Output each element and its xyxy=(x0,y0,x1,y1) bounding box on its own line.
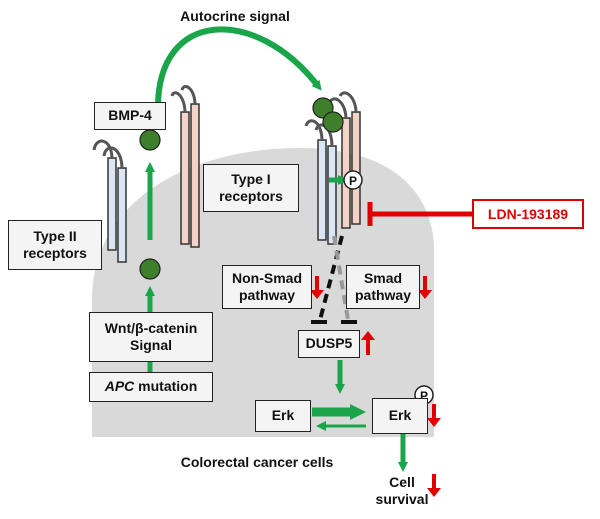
dusp5-box: DUSP5 xyxy=(298,330,360,358)
cell-survival-line1: Cell xyxy=(389,474,415,490)
type-ii-line2: receptors xyxy=(23,245,87,261)
erk-box: Erk xyxy=(255,400,311,432)
down-arrow-erk xyxy=(427,404,441,427)
smad-line2: pathway xyxy=(354,287,411,303)
down-arrow-nonsmad xyxy=(310,276,324,299)
bmp4-ligand-secreted xyxy=(139,129,161,151)
bmp4-box: BMP-4 xyxy=(94,102,166,130)
bmp4-ligand-intracellular xyxy=(139,258,161,280)
type-i-receptor-left xyxy=(170,85,200,248)
non-smad-line1: Non-Smad xyxy=(232,269,302,286)
type-ii-line1: Type II xyxy=(33,227,77,244)
autocrine-arrow xyxy=(155,26,322,108)
type-i-line1: Type I xyxy=(231,170,271,187)
colorectal-cancer-cells-label: Colorectal cancer cells xyxy=(180,454,334,470)
up-arrow-dusp5 xyxy=(361,331,375,355)
ldn-193189-inhibitor-box: LDN-193189 xyxy=(472,199,584,229)
non-smad-line2: pathway xyxy=(238,287,295,303)
type-i-line2: receptors xyxy=(219,188,283,204)
down-arrow-survival xyxy=(427,474,441,497)
erk-phospho-box: Erk xyxy=(372,398,428,434)
down-arrow-smad xyxy=(418,276,432,299)
non-smad-pathway-box: Non-Smad pathway xyxy=(222,265,312,309)
wnt-line1: Wnt/β-catenin xyxy=(104,319,198,336)
type-i-receptors-box: Type I receptors xyxy=(203,164,299,212)
wnt-line2: Signal xyxy=(129,337,172,353)
type-ii-receptor-left xyxy=(92,139,127,263)
type-ii-receptors-box: Type II receptors xyxy=(8,220,102,270)
cell-survival-label: Cell survival xyxy=(370,474,434,508)
apc-mutation-box: APC mutation xyxy=(89,372,213,402)
apc-gene-label: APC xyxy=(104,378,135,395)
bmp4-ligand-bound-2 xyxy=(322,111,344,133)
cell-survival-line2: survival xyxy=(375,490,429,507)
phospho-label-erk: P xyxy=(420,389,428,403)
phospho-circle-receptor xyxy=(343,170,363,190)
phospho-label-receptor: P xyxy=(349,174,357,188)
smad-pathway-box: Smad pathway xyxy=(346,265,420,309)
title-autocrine-signal: Autocrine signal xyxy=(180,8,290,24)
apc-mutation-label: mutation xyxy=(134,378,198,395)
wnt-beta-catenin-signal-box: Wnt/β-catenin Signal xyxy=(89,312,213,362)
regulation-arrows xyxy=(310,276,441,497)
smad-line1: Smad xyxy=(363,269,403,286)
